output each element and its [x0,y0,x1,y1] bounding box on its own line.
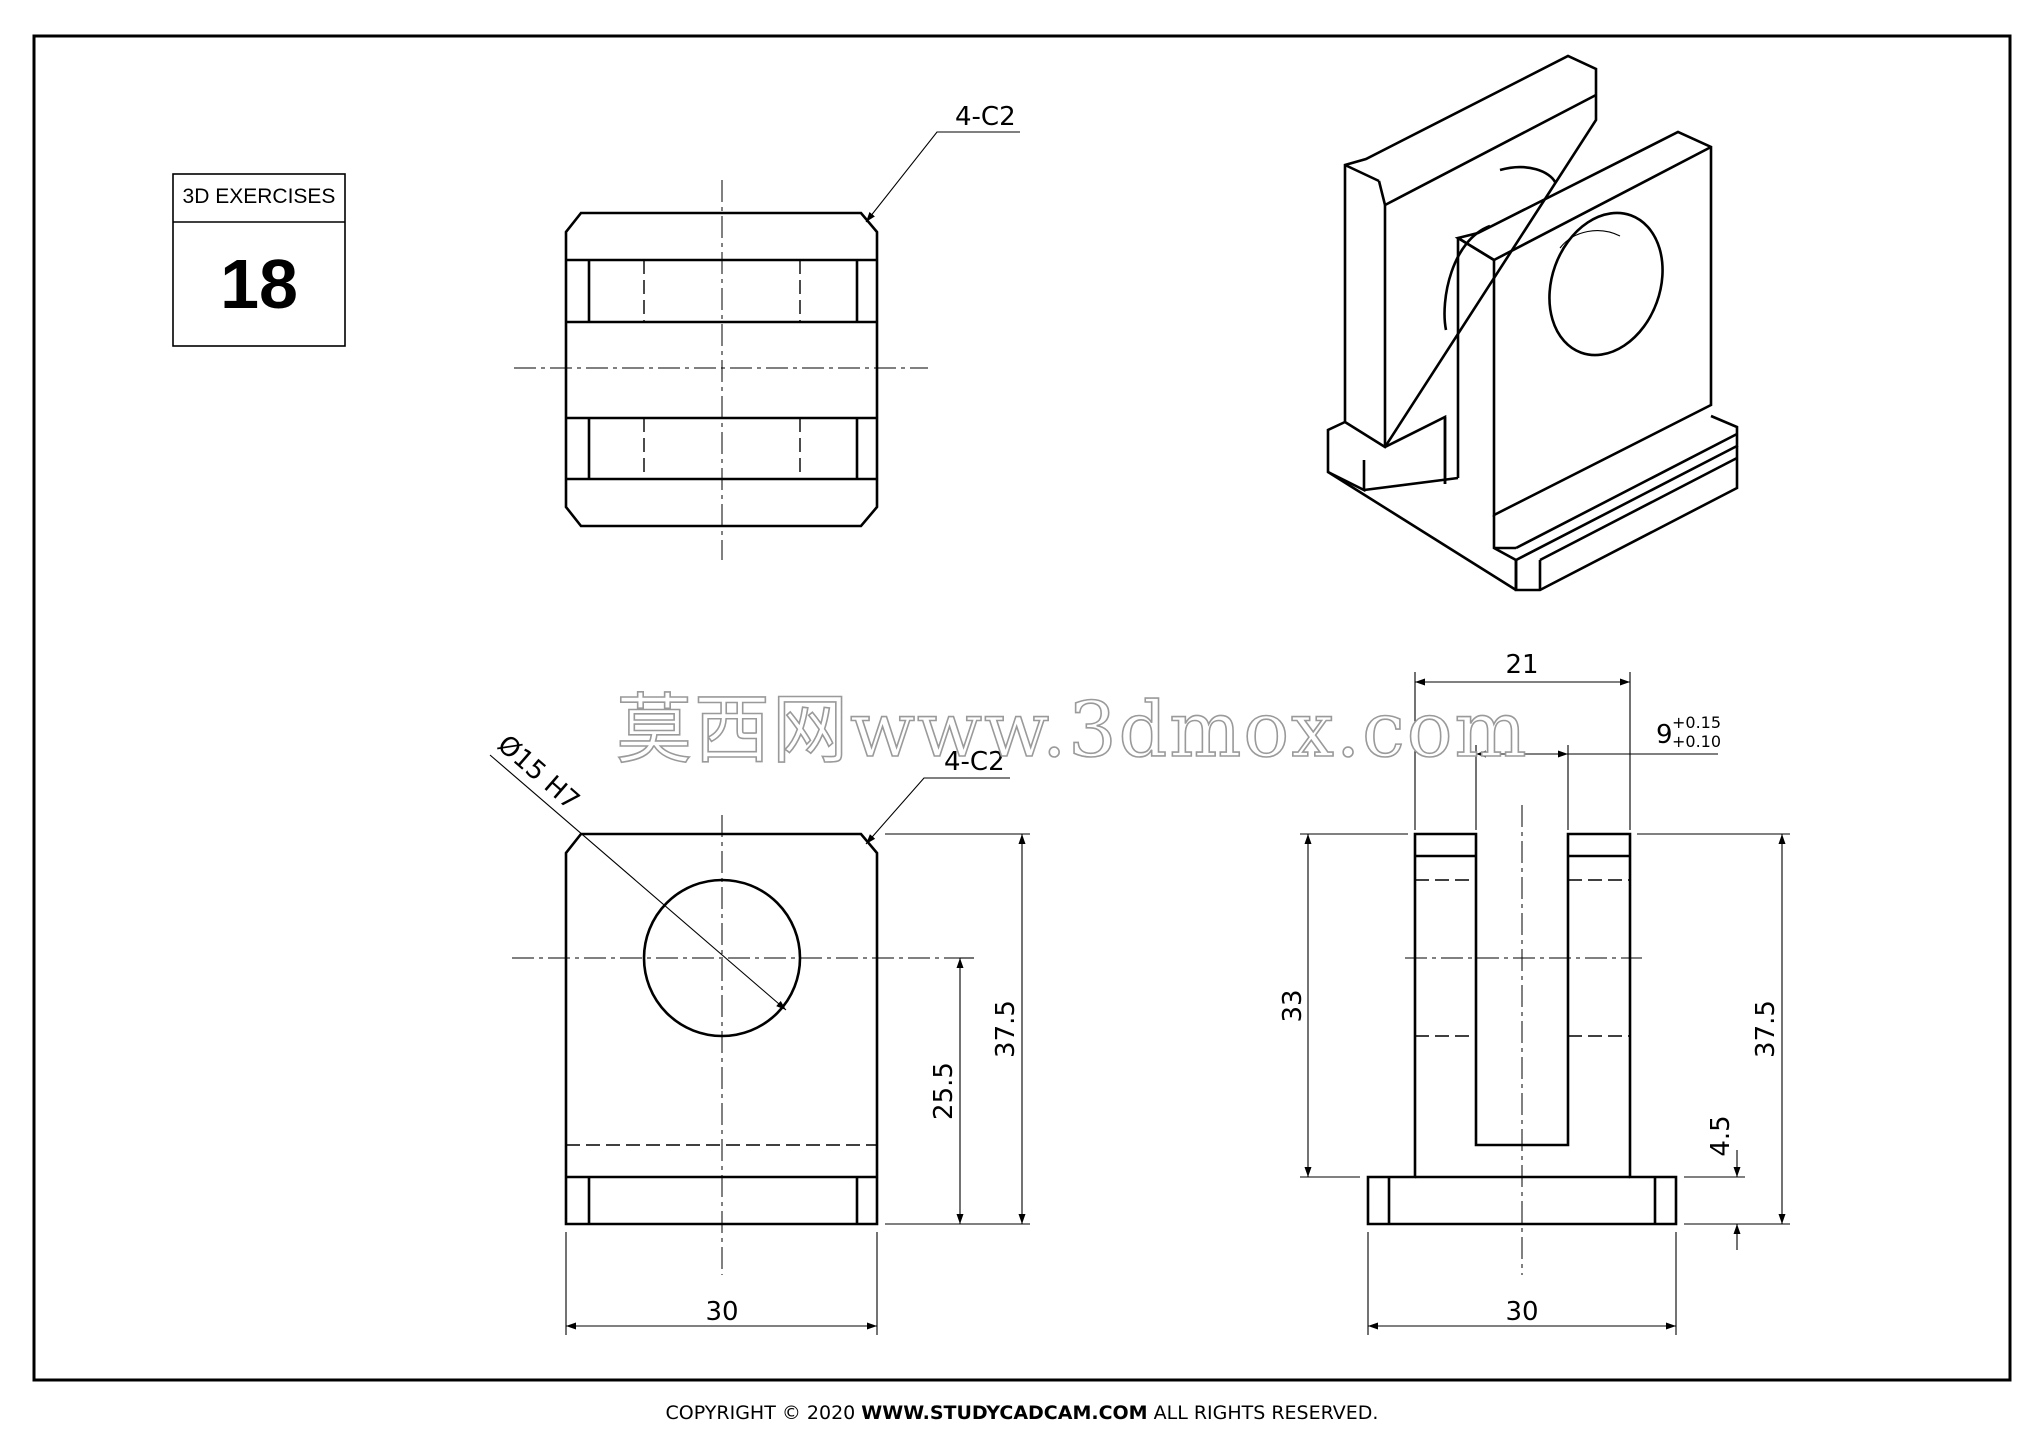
slot-tol-lower: +0.10 [1672,732,1721,751]
side-inner-height-dim: 33 [1278,989,1308,1022]
side-height-dim: 37.5 [1751,1000,1781,1058]
isometric-view [1326,54,1739,592]
slot-tol-upper: +0.15 [1672,713,1721,732]
top-view [514,131,1020,560]
top-chamfer-note: 4-C2 [955,102,1016,132]
sheet-border [32,34,2012,1382]
exercise-badge [172,173,346,347]
exercise-number: 18 [220,245,298,323]
slot-width-dim: 9 [1656,720,1673,750]
side-width-dim: 30 [1505,1297,1538,1327]
front-chamfer-note: 4-C2 [944,747,1005,777]
copyright-prefix: COPYRIGHT © 2020 [665,1402,862,1424]
base-height-dim: 4.5 [1706,1115,1736,1156]
copyright-suffix: ALL RIGHTS RESERVED. [1147,1402,1379,1424]
front-height-dim: 37.5 [991,1000,1021,1058]
front-view [489,754,1030,1335]
hole-center-height-dim: 25.5 [929,1062,959,1120]
watermark: 莫西网www.3dmox.com [616,685,1529,774]
slot-outer-dim: 21 [1505,650,1538,680]
hole-note: Ø15 H7 [491,730,585,817]
copyright-site-link[interactable]: WWW.STUDYCADCAM.COM [861,1402,1148,1424]
side-view [1300,672,1790,1335]
copyright-footer: COPYRIGHT © 2020 WWW.STUDYCADCAM.COM ALL… [0,1402,2044,1424]
front-width-dim: 30 [705,1297,738,1327]
exercise-label: 3D EXERCISES [182,185,336,208]
